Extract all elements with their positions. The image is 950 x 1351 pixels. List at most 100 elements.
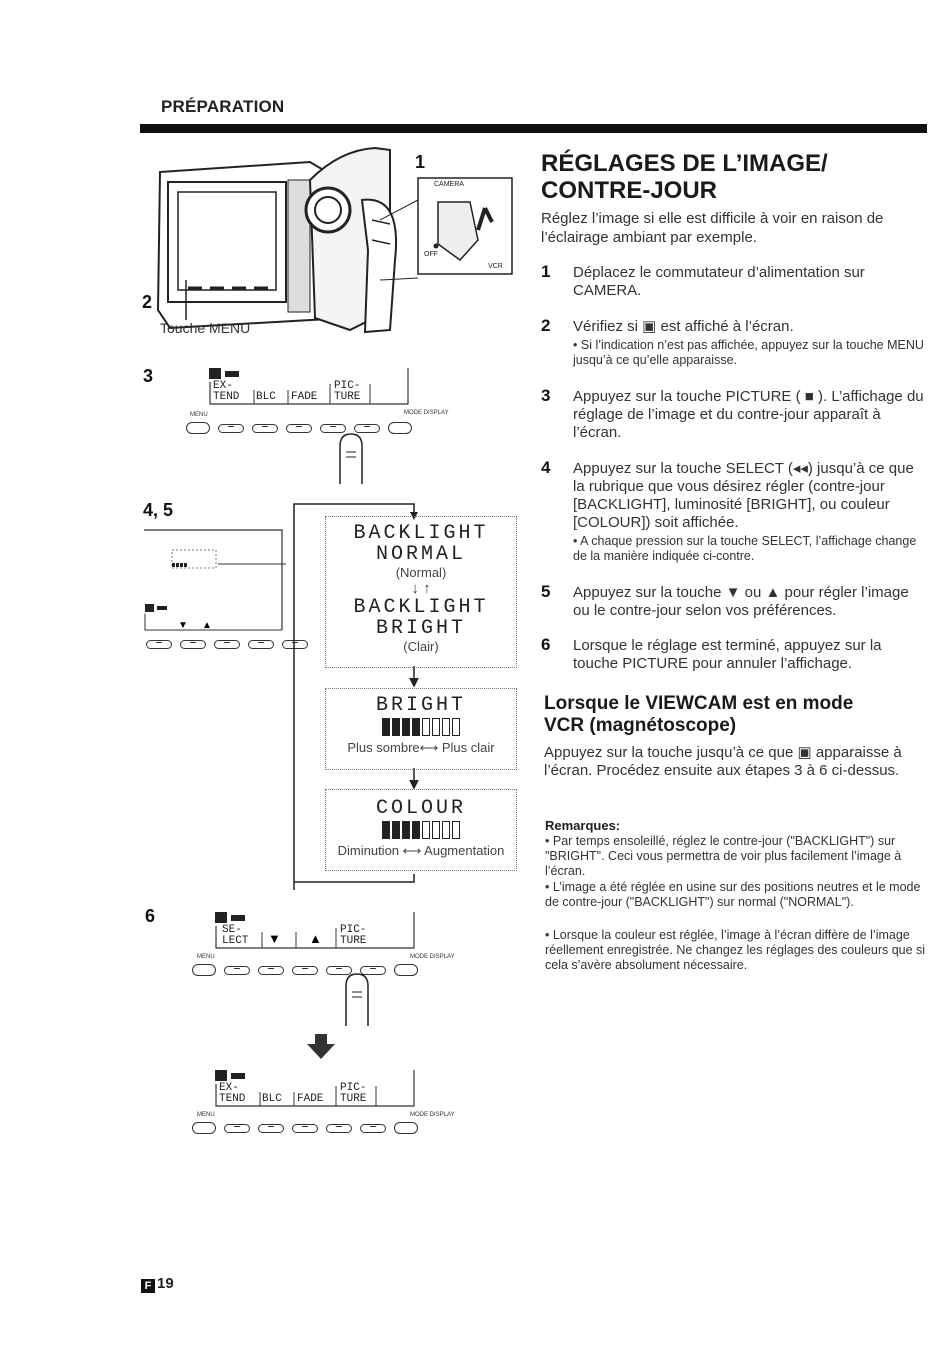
picture-button[interactable]	[326, 1123, 352, 1133]
backlight-normal-l2: NORMAL	[375, 543, 466, 566]
step-1: 1 Déplacez le commutateur d’alimentation…	[541, 262, 865, 300]
svg-text:▲: ▲	[202, 620, 212, 631]
remark-item: L’image a été réglée en usine sur des po…	[545, 880, 930, 910]
menu-blc: BLC	[256, 391, 276, 403]
backlight-normal-fr: (Normal)	[395, 565, 447, 580]
mode-button[interactable]	[394, 964, 418, 976]
remark-item: Par temps ensoleillé, réglez le contre-j…	[545, 834, 930, 879]
figure-label-2: 2	[142, 292, 153, 312]
figure-label-1: 1	[415, 152, 426, 172]
svg-text:▼: ▼	[268, 931, 281, 946]
bright-title: BRIGHT	[375, 694, 466, 717]
step-4: 4 Appuyez sur la touche SELECT (◂◂) jusq…	[541, 459, 926, 564]
play-button[interactable]	[258, 1123, 284, 1133]
menu-fade: FADE	[297, 1093, 324, 1105]
button-row-6	[192, 964, 418, 976]
mode-button[interactable]	[394, 1122, 418, 1134]
level-bar-segment	[432, 718, 440, 736]
menu-pic: PIC-	[334, 380, 361, 392]
level-bar-segment	[382, 821, 390, 839]
header-rule	[140, 124, 927, 133]
tiny-menu-label: MENU	[197, 1112, 215, 1118]
ff-button[interactable]	[214, 640, 240, 649]
bright-scale: Plus sombre⟷ Plus clair	[347, 740, 495, 755]
ff-button[interactable]	[292, 965, 318, 975]
bright-level-bars	[326, 718, 516, 736]
menu-blc: BLC	[262, 1093, 282, 1105]
menu-button[interactable]	[186, 422, 210, 434]
menu-pic: PIC-	[340, 1082, 367, 1094]
level-bar-segment	[402, 821, 410, 839]
tiny-menu-label: MENU	[197, 954, 215, 960]
menu-button[interactable]	[192, 964, 216, 976]
screen-small-45: ▼ ▲	[144, 529, 286, 631]
select-button[interactable]	[224, 1123, 250, 1133]
language-badge: F	[141, 1279, 155, 1293]
mode-button[interactable]	[388, 422, 412, 434]
level-bar-segment	[422, 821, 430, 839]
figure-label-45: 4, 5	[143, 500, 174, 520]
menu-ex: EX-	[219, 1082, 239, 1094]
level-bar-segment	[392, 821, 400, 839]
tiny-mode-label: MODE DISPLAY	[404, 410, 449, 416]
level-bar-segment	[412, 718, 420, 736]
ff-button[interactable]	[292, 1123, 318, 1133]
down-arrow-icon	[307, 1034, 335, 1059]
menu-tend: TEND	[213, 391, 240, 403]
backlight-bright-l1: BACKLIGHT	[353, 596, 489, 619]
camcorder-illustration	[156, 146, 513, 334]
menu-osd-3	[209, 368, 409, 405]
intro-text: Réglez l’image si elle est difficile à v…	[541, 210, 884, 246]
ff-button[interactable]	[286, 423, 312, 433]
switch-off-label: OFF	[424, 251, 438, 258]
display-button[interactable]	[282, 640, 308, 649]
colour-scale: Diminution ⟷ Augmentation	[337, 843, 505, 858]
svg-text:▼: ▼	[178, 620, 188, 631]
touche-menu-label: Touche MENU	[160, 320, 251, 336]
backlight-bright-l2: BRIGHT	[375, 617, 466, 640]
step-6: 6 Lorsque le réglage est terminé, appuye…	[541, 635, 882, 673]
menu-osd-final	[215, 1070, 415, 1107]
tiny-menu-label: MENU	[190, 412, 208, 418]
menu-se: SE-	[222, 924, 242, 936]
level-bar-segment	[432, 821, 440, 839]
bright-box: BRIGHT Plus sombre⟷ Plus clair	[325, 688, 517, 770]
select-button[interactable]	[218, 423, 244, 433]
remarks-title: Remarques:	[545, 818, 621, 833]
picture-button[interactable]	[326, 965, 352, 975]
button-row-3	[186, 422, 412, 434]
tiny-mode-label: MODE DISPLAY	[410, 1112, 455, 1118]
menu-ex: EX-	[213, 380, 233, 392]
display-button[interactable]	[354, 423, 380, 433]
display-button[interactable]	[360, 965, 386, 975]
level-bar-segment	[382, 718, 390, 736]
picture-button[interactable]	[320, 423, 346, 433]
select-button[interactable]	[224, 965, 250, 975]
menu-ture: TURE	[340, 1093, 367, 1105]
play-button[interactable]	[252, 423, 278, 433]
level-bar-segment	[412, 821, 420, 839]
button-row-45	[146, 640, 308, 649]
level-bar-segment	[392, 718, 400, 736]
finger-press-icon	[345, 973, 369, 1026]
menu-ture: TURE	[340, 935, 367, 947]
toggle-arrows: ↓ ↑	[411, 580, 431, 597]
vcr-heading: Lorsque le VIEWCAM est en mode VCR (magn…	[544, 693, 854, 736]
level-bar-segment	[442, 821, 450, 839]
play-button[interactable]	[180, 640, 206, 649]
finger-press-icon	[339, 433, 363, 484]
menu-osd-6: ▼ ▲	[215, 912, 415, 949]
menu-fade: FADE	[291, 391, 318, 403]
menu-button[interactable]	[192, 1122, 216, 1134]
menu-lect: LECT	[222, 935, 249, 947]
picture-button[interactable]	[248, 640, 274, 649]
display-button[interactable]	[360, 1123, 386, 1133]
step-3: 3 Appuyez sur la touche PICTURE ( ■ ). L…	[541, 386, 924, 442]
page-title: RÉGLAGES DE L’IMAGE/ CONTRE-JOUR	[541, 150, 828, 204]
select-button[interactable]	[146, 640, 172, 649]
level-bar-segment	[402, 718, 410, 736]
colour-title: COLOUR	[375, 797, 466, 820]
svg-text:▲: ▲	[309, 931, 322, 946]
level-bar-segment	[452, 718, 460, 736]
play-button[interactable]	[258, 965, 284, 975]
